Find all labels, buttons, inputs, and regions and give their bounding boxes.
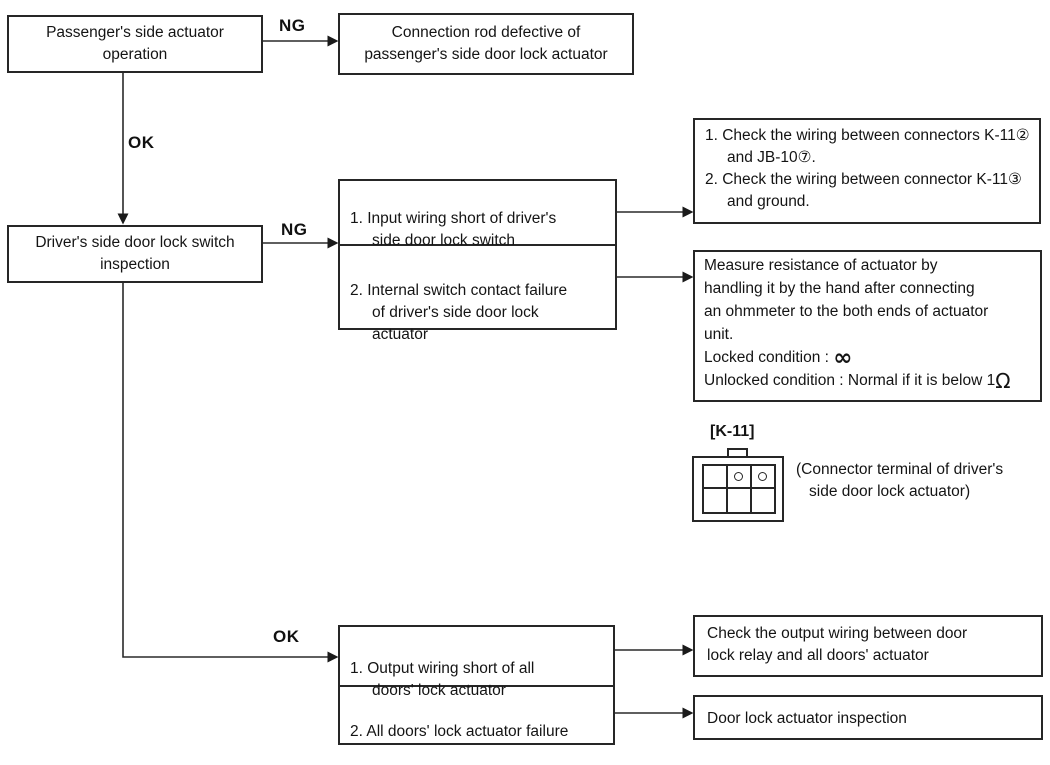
node-output-ok-causes: 1. Output wiring short of all doors' loc… [338, 625, 615, 745]
wiring-check-1: 1. Check the wiring between connectors K… [705, 127, 1030, 166]
connector-caption-line2: side door lock actuator) [809, 483, 971, 500]
infinity-symbol: ∞ [833, 345, 853, 371]
node-wiring-checks: 1. Check the wiring between connectors K… [693, 118, 1041, 224]
driver-ng-cause-2: 2. Internal switch contact failure of dr… [350, 282, 568, 343]
connector-k11-label: [K-11] [710, 423, 755, 440]
connector-pin-circle-2 [758, 472, 767, 481]
ok-cause-1-cell: 1. Output wiring short of all doors' loc… [340, 627, 613, 699]
node-output-wiring-check: Check the output wiring between door loc… [693, 615, 1043, 677]
connector-pin-circle-1 [734, 472, 743, 481]
driver-ng-cause-1-cell: 1. Input wiring short of driver's side d… [340, 181, 615, 249]
grid-line-horizontal [704, 487, 774, 489]
node-door-lock-actuator-inspection: Door lock actuator inspection [693, 695, 1043, 740]
locked-condition-label: Locked condition : [704, 349, 834, 366]
driver-ng-cause-1: 1. Input wiring short of driver's side d… [350, 210, 557, 249]
ok-cause-2-cell: 2. All doors' lock actuator failure [340, 687, 613, 743]
node-driver-ng-causes: 1. Input wiring short of driver's side d… [338, 179, 617, 343]
ohm-symbol: Ω [995, 369, 1011, 393]
connector-caption-line1: (Connector terminal of driver's [796, 461, 1004, 478]
grid-line-vertical-2 [750, 466, 752, 512]
measure-resistance-body: Measure resistance of actuator by handli… [704, 257, 989, 343]
unlocked-condition-label: Unlocked condition : Normal if it is bel… [704, 372, 996, 389]
unlocked-condition-line: Unlocked condition : Normal if it is bel… [704, 369, 1038, 392]
wiring-check-2: 2. Check the wiring between connector K-… [705, 171, 1022, 210]
connector-k11-pin-grid [702, 464, 776, 514]
connector-k11-drawing [692, 456, 784, 522]
edge-label-ok-top: OK [128, 133, 155, 152]
driver-ng-cause-2-cell: 2. Internal switch contact failure of dr… [340, 246, 615, 343]
connector-k11-tab [727, 448, 748, 457]
edge-label-ng-mid: NG [281, 220, 308, 239]
edge-label-ok-bottom: OK [273, 627, 300, 646]
node-passenger-actuator-operation: Passenger's side actuator operation [7, 15, 263, 73]
grid-line-vertical-1 [726, 466, 728, 512]
locked-condition-line: Locked condition : ∞ [704, 345, 1038, 371]
node-driver-switch-inspection: Driver's side door lock switch inspectio… [7, 225, 263, 283]
node-connection-rod-defective: Connection rod defective of passenger's … [338, 13, 634, 75]
arrow-driver-ok-to-output-causes [122, 283, 339, 663]
edge-label-ng-top: NG [279, 16, 306, 35]
node-measure-resistance: Measure resistance of actuator by handli… [693, 250, 1042, 402]
connector-caption: (Connector terminal of driver's side doo… [796, 459, 1003, 503]
ok-cause-2: 2. All doors' lock actuator failure [350, 723, 569, 740]
ok-cause-1: 1. Output wiring short of all doors' loc… [350, 660, 535, 699]
